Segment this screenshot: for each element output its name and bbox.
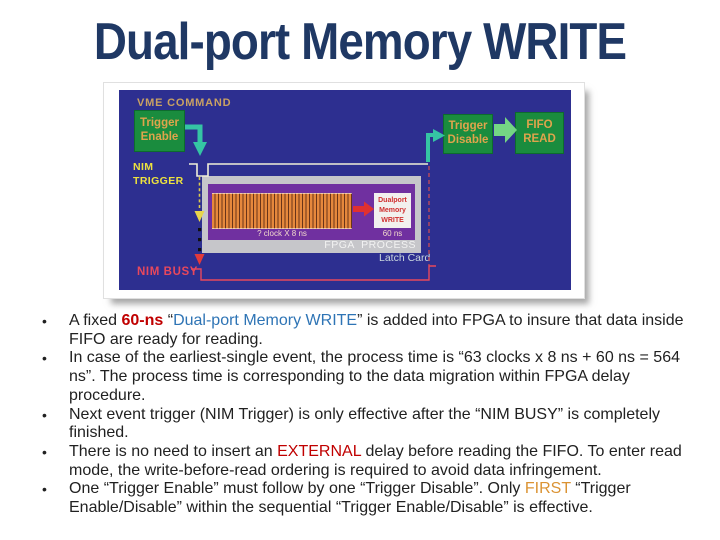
fifo-read-box: FIFO READ [515, 112, 564, 154]
memory-write-arrow-icon [353, 201, 374, 217]
bullet-text: There is no need to insert an EXTERNAL d… [69, 443, 682, 479]
fpga-process-box: ? clock X 8 ns 60 ns Dualport Memory WRI… [202, 176, 421, 253]
fpga-process-label: FPGA PROCESS [324, 239, 416, 251]
nim-trigger-signal-line [189, 163, 428, 177]
latch-card-label: Latch Card [379, 252, 431, 264]
bullet-text: One “Trigger Enable” must follow by one … [69, 480, 631, 517]
bullet-marker: • [42, 481, 47, 498]
clock-stripes-icon [212, 193, 352, 229]
diagram-panel: VME COMMAND Trigger Enable NIM TRIGGER T… [119, 90, 571, 290]
trigger-disable-arrow-icon [426, 133, 433, 162]
yellow-down-arrow-icon [194, 211, 205, 222]
ellipsis-dots-icon [198, 228, 202, 252]
clock-duration-label: ? clock X 8 ns [257, 229, 307, 238]
trigger-enable-box: Trigger Enable [134, 110, 185, 152]
diagram-figure: VME COMMAND Trigger Enable NIM TRIGGER T… [103, 82, 585, 299]
dualport-memory-write-box: Dualport Memory WRITE [374, 193, 411, 228]
fifo-read-arrow-icon [494, 117, 517, 143]
bullet-marker: • [42, 444, 47, 461]
trigger-enable-arrowhead-icon [193, 142, 207, 156]
trigger-disable-box: Trigger Disable [443, 114, 493, 154]
red-down-arrow-icon [194, 254, 205, 265]
trigger-disable-arrowhead-icon [433, 129, 445, 142]
bullet-text: In case of the earliest-single event, th… [69, 349, 680, 404]
bullet-marker: • [42, 406, 47, 423]
bullet-list: • A fixed 60-ns “Dual-port Memory WRITE” … [42, 312, 692, 518]
page-title: Dual-port Memory WRITE [93, 13, 627, 71]
diagram-overlay [185, 117, 517, 281]
vme-command-label: VME COMMAND [137, 97, 232, 109]
trigger-enable-arrow-icon [185, 124, 203, 142]
nim-busy-label: NIM BUSY [137, 266, 199, 278]
bullet-item: • Next event trigger (NIM Trigger) is onl… [42, 406, 692, 443]
bullet-text: A fixed 60-ns “Dual-port Memory WRITE” i… [69, 312, 684, 348]
bullet-marker: • [42, 313, 47, 329]
bullet-item: • A fixed 60-ns “Dual-port Memory WRITE” … [42, 312, 692, 349]
bullet-item: • In case of the earliest-single event, t… [42, 349, 692, 405]
bullet-item: • One “Trigger Enable” must follow by one… [42, 480, 692, 517]
bullet-item: • There is no need to insert an EXTERNAL … [42, 443, 692, 480]
write-duration-label: 60 ns [382, 229, 403, 238]
nim-busy-signal-line [191, 265, 436, 281]
bullet-text: Next event trigger (NIM Trigger) is only… [69, 405, 661, 442]
nim-trigger-label: NIM TRIGGER [133, 161, 184, 187]
bullet-marker: • [42, 350, 47, 367]
